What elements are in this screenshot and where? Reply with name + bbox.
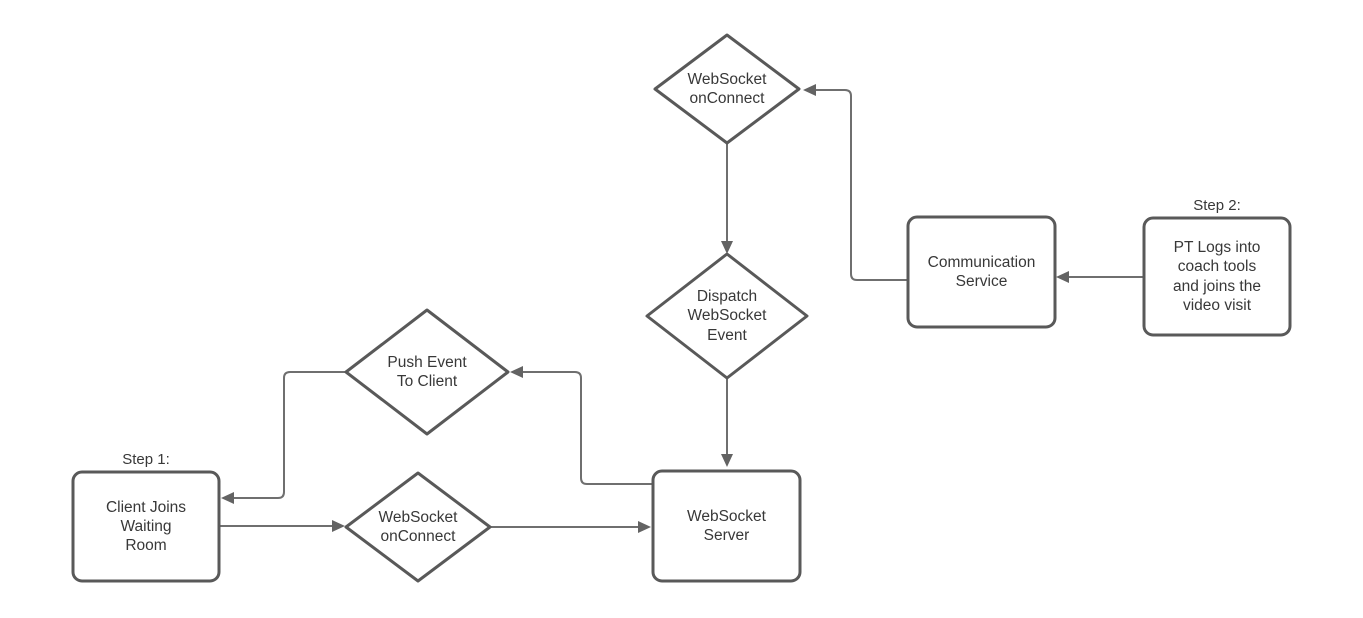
edge-communication-service-to-websocket-onconnect-top <box>803 84 908 281</box>
arrowhead-left-icon <box>803 84 816 96</box>
arrowhead-down-icon <box>721 241 733 254</box>
rect-communication-service <box>906 215 1057 329</box>
caption-step1: Step 1: <box>122 451 170 468</box>
arrowhead-right-icon <box>638 521 651 533</box>
edge-dispatch-to-websocket-server <box>721 378 733 467</box>
diamond-dispatch-websocket-event <box>645 252 809 380</box>
diamond-websocket-onconnect-top <box>653 33 801 145</box>
arrowhead-left-icon <box>1056 271 1069 283</box>
diamond-push-event-to-client <box>344 308 510 436</box>
edge-push-event-to-step1 <box>221 371 346 504</box>
arrowhead-right-icon <box>332 520 345 532</box>
edge-websocket-server-to-push-event <box>510 366 653 485</box>
edge-step2-to-communication-service <box>1056 271 1144 283</box>
edge-websocket-onconnect-bottom-to-server <box>490 521 651 533</box>
caption-step2: Step 2: <box>1193 197 1241 214</box>
rect-websocket-server <box>651 469 802 583</box>
arrowhead-left-icon <box>510 366 523 378</box>
rect-step2 <box>1142 216 1292 337</box>
edge-websocket-onconnect-top-to-dispatch <box>721 143 733 254</box>
rect-step1 <box>71 470 221 583</box>
diamond-websocket-onconnect-bottom <box>344 471 492 583</box>
arrowhead-down-icon <box>721 454 733 467</box>
edge-step1-to-websocket-onconnect-bottom <box>219 520 345 532</box>
arrowhead-left-icon <box>221 492 234 504</box>
